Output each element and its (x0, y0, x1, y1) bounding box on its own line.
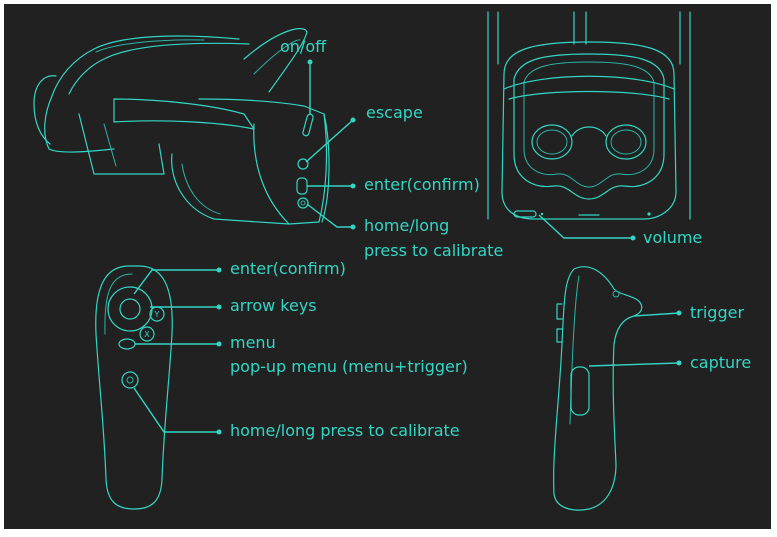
y-button-glyph: Y (154, 310, 160, 319)
x-button-glyph: X (144, 330, 150, 339)
controller-front-illustration: Y X (96, 266, 172, 509)
label-trigger: trigger (690, 302, 744, 324)
label-enter-confirm-controller: enter(confirm) (230, 258, 346, 280)
label-arrow-keys: arrow keys (230, 295, 317, 317)
label-menu: menu (230, 332, 276, 354)
device-line-art: Y X (4, 4, 771, 529)
diagram-panel: Y X (4, 4, 771, 529)
controller-side-illustration (554, 267, 642, 510)
headset-front-illustration (488, 12, 690, 219)
label-popup-menu: pop-up menu (menu+trigger) (230, 356, 468, 378)
label-home-long-controller: home/long press to calibrate (230, 420, 460, 442)
label-on-off: on/off (280, 36, 326, 58)
label-home-long-headset-line2: press to calibrate (364, 240, 503, 262)
label-home-long-headset-line1: home/long (364, 215, 449, 237)
label-escape: escape (366, 102, 423, 124)
label-enter-confirm-headset: enter(confirm) (364, 174, 480, 196)
label-volume: volume (643, 227, 702, 249)
label-capture: capture (690, 352, 751, 374)
